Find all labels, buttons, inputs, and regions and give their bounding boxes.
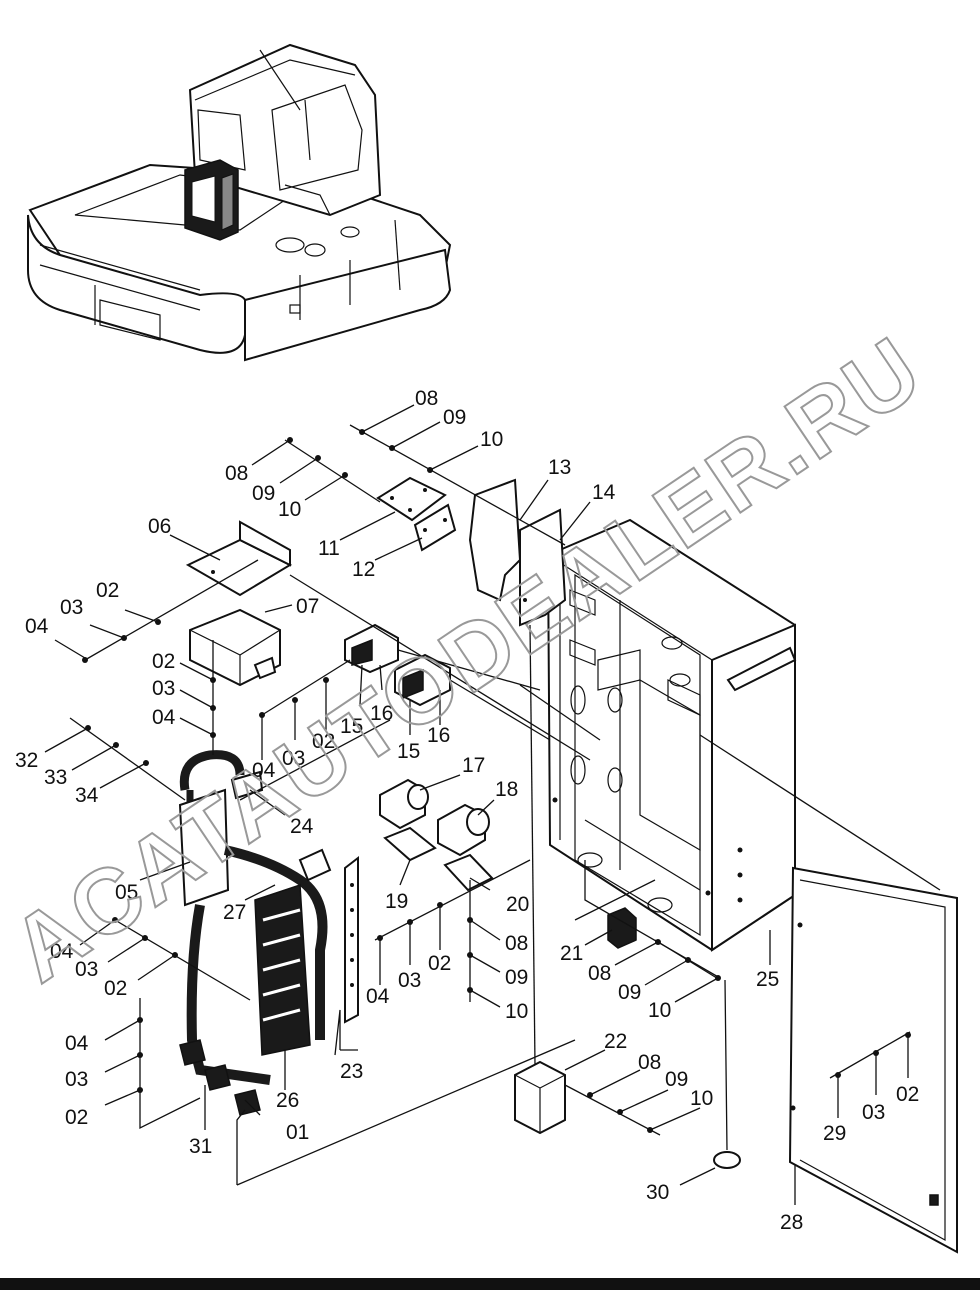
label-32: 32 xyxy=(15,749,38,772)
misc-parts xyxy=(344,855,741,1169)
label-22: 22 xyxy=(604,1030,627,1053)
label-04: 04 xyxy=(65,1032,89,1055)
label-13: 13 xyxy=(548,456,571,479)
label-21: 21 xyxy=(560,942,583,965)
plate-and-box xyxy=(185,520,293,687)
label-15: 15 xyxy=(340,715,363,738)
label-24: 24 xyxy=(290,815,314,838)
switches xyxy=(379,778,494,892)
label-23: 23 xyxy=(340,1060,363,1083)
label-03: 03 xyxy=(152,677,175,700)
label-04: 04 xyxy=(252,759,276,782)
label-02: 02 xyxy=(896,1083,919,1106)
label-03: 03 xyxy=(75,958,98,981)
label-28: 28 xyxy=(780,1211,803,1234)
label-08: 08 xyxy=(505,932,528,955)
label-02: 02 xyxy=(152,650,175,673)
wiring-harness xyxy=(178,750,332,1116)
label-02: 02 xyxy=(104,977,127,1000)
label-31: 31 xyxy=(189,1135,212,1158)
label-08: 08 xyxy=(415,387,438,410)
label-10: 10 xyxy=(505,1000,528,1023)
covers-gaskets xyxy=(376,476,567,627)
label-02: 02 xyxy=(428,952,451,975)
label-06: 06 xyxy=(148,515,171,538)
label-09: 09 xyxy=(665,1068,688,1091)
label-03: 03 xyxy=(862,1101,885,1124)
label-16: 16 xyxy=(370,702,393,725)
label-10: 10 xyxy=(648,999,671,1022)
label-05: 05 xyxy=(115,881,138,904)
label-03: 03 xyxy=(282,747,305,770)
label-04: 04 xyxy=(25,615,49,638)
label-02: 02 xyxy=(96,579,119,602)
label-26: 26 xyxy=(276,1089,299,1112)
label-16: 16 xyxy=(427,724,450,747)
label-08: 08 xyxy=(638,1051,661,1074)
label-09: 09 xyxy=(505,966,528,989)
label-33: 33 xyxy=(44,766,67,789)
label-09: 09 xyxy=(618,981,641,1004)
label-27: 27 xyxy=(223,901,246,924)
door-panel xyxy=(788,866,958,1254)
label-15: 15 xyxy=(397,740,420,763)
label-09: 09 xyxy=(252,482,275,505)
leader-lines xyxy=(44,404,941,1205)
label-12: 12 xyxy=(352,558,375,581)
part-labels: 08 09 10 08 09 10 13 14 11 12 06 02 03 0… xyxy=(15,387,919,1234)
label-07: 07 xyxy=(296,595,319,618)
label-03: 03 xyxy=(398,969,421,992)
label-03: 03 xyxy=(60,596,83,619)
relay-brackets xyxy=(344,623,451,707)
label-19: 19 xyxy=(385,890,408,913)
label-02: 02 xyxy=(312,730,335,753)
label-10: 10 xyxy=(278,498,301,521)
label-20: 20 xyxy=(506,893,529,916)
label-02: 02 xyxy=(65,1106,88,1129)
excavator-overview xyxy=(27,43,452,362)
label-09: 09 xyxy=(443,406,466,429)
label-14: 14 xyxy=(592,481,616,504)
control-cabinet xyxy=(546,518,797,952)
label-04: 04 xyxy=(50,940,74,963)
label-10: 10 xyxy=(480,428,503,451)
label-04: 04 xyxy=(152,706,176,729)
bottom-bar xyxy=(0,1278,980,1290)
label-01: 01 xyxy=(286,1121,309,1144)
label-18: 18 xyxy=(495,778,518,801)
label-30: 30 xyxy=(646,1181,669,1204)
label-29: 29 xyxy=(823,1122,846,1145)
label-10: 10 xyxy=(690,1087,713,1110)
label-17: 17 xyxy=(462,754,485,777)
label-08: 08 xyxy=(588,962,611,985)
label-08: 08 xyxy=(225,462,248,485)
label-34: 34 xyxy=(75,784,99,807)
label-25: 25 xyxy=(756,968,779,991)
label-11: 11 xyxy=(318,537,340,560)
label-03: 03 xyxy=(65,1068,88,1091)
label-04: 04 xyxy=(366,985,390,1008)
